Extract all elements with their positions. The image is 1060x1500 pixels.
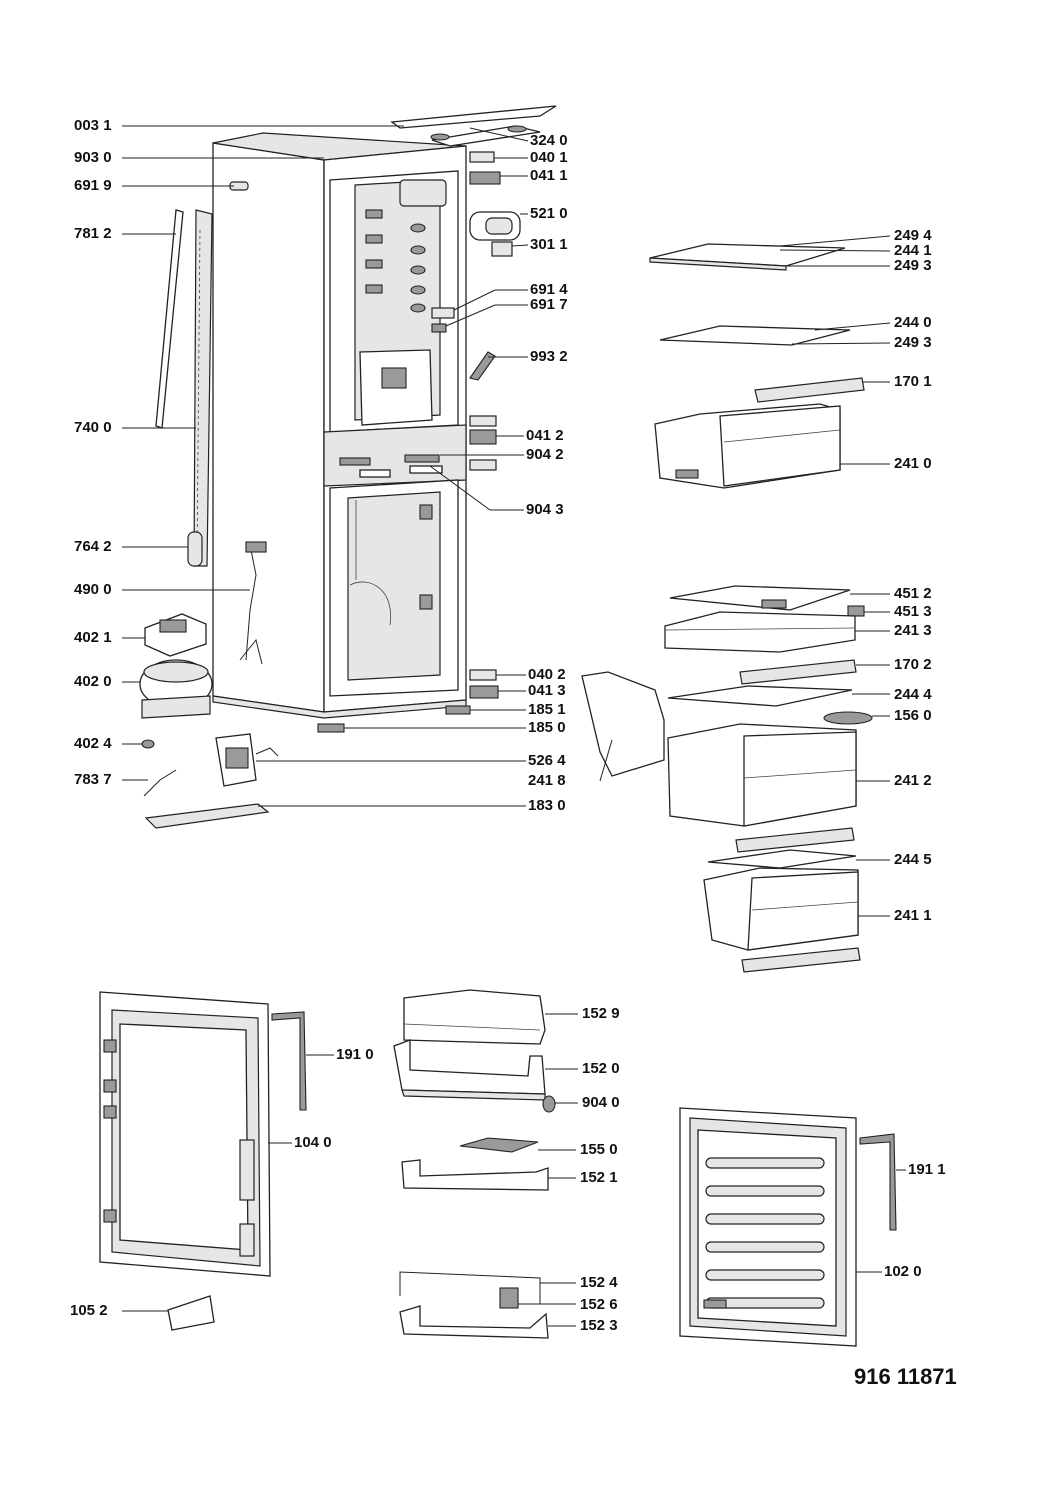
label-451-2: 451 2 xyxy=(894,585,932,602)
freezer-door-rib xyxy=(705,1157,825,1169)
label-152-4: 152 4 xyxy=(580,1274,618,1291)
label-041-2: 041 2 xyxy=(526,427,564,444)
label-191-0: 191 0 xyxy=(336,1046,374,1063)
cabinet-body xyxy=(212,132,467,719)
label-170-1: 170 1 xyxy=(894,373,932,390)
label-156-0: 156 0 xyxy=(894,707,932,724)
label-152-1: 152 1 xyxy=(580,1169,618,1186)
label-691-4: 691 4 xyxy=(530,281,568,298)
label-691-7: 691 7 xyxy=(530,296,568,313)
label-904-0: 904 0 xyxy=(582,1094,620,1111)
label-185-0: 185 0 xyxy=(528,719,566,736)
freezer-door-rib xyxy=(705,1269,825,1281)
fridge-door xyxy=(99,991,307,1331)
label-185-1: 185 1 xyxy=(528,701,566,718)
leader-lines xyxy=(122,125,906,1327)
label-993-2: 993 2 xyxy=(530,348,568,365)
label-402-1: 402 1 xyxy=(74,629,112,646)
label-152-0: 152 0 xyxy=(582,1060,620,1077)
label-691-9: 691 9 xyxy=(74,177,112,194)
label-241-3: 241 3 xyxy=(894,622,932,639)
top-cover-parts xyxy=(390,105,557,147)
label-041-3: 041 3 xyxy=(528,682,566,699)
label-191-1: 191 1 xyxy=(908,1161,946,1178)
label-526-4: 526 4 xyxy=(528,752,566,769)
label-521-0: 521 0 xyxy=(530,205,568,222)
label-783-7: 783 7 xyxy=(74,771,112,788)
label-451-3: 451 3 xyxy=(894,603,932,620)
label-241-0: 241 0 xyxy=(894,455,932,472)
label-904-3: 904 3 xyxy=(526,501,564,518)
freezer-door-rib xyxy=(705,1185,825,1197)
freezer-door-rib xyxy=(705,1213,825,1225)
label-249-3-lower: 249 3 xyxy=(894,334,932,351)
label-740-0: 740 0 xyxy=(74,419,112,436)
label-241-8: 241 8 xyxy=(528,772,566,789)
label-183-0: 183 0 xyxy=(528,797,566,814)
label-249-4: 249 4 xyxy=(894,227,932,244)
label-249-3-upper: 249 3 xyxy=(894,257,932,274)
label-241-2: 241 2 xyxy=(894,772,932,789)
label-040-2: 040 2 xyxy=(528,666,566,683)
label-903-0: 903 0 xyxy=(74,149,112,166)
label-402-0: 402 0 xyxy=(74,673,112,690)
label-764-2: 764 2 xyxy=(74,538,112,555)
freezer-door-tag xyxy=(703,1299,727,1309)
diagram-number: 916 11871 xyxy=(854,1364,957,1389)
label-490-0: 490 0 xyxy=(74,581,112,598)
label-241-1: 241 1 xyxy=(894,907,932,924)
freezer-door xyxy=(679,1107,897,1347)
label-152-6: 152 6 xyxy=(580,1296,618,1313)
label-904-2: 904 2 xyxy=(526,446,564,463)
label-041-1: 041 1 xyxy=(530,167,568,184)
label-244-1: 244 1 xyxy=(894,242,932,259)
label-105-2: 105 2 xyxy=(70,1302,108,1319)
label-244-0: 244 0 xyxy=(894,314,932,331)
label-102-0: 102 0 xyxy=(884,1263,922,1280)
label-152-3: 152 3 xyxy=(580,1317,618,1334)
label-301-1: 301 1 xyxy=(530,236,568,253)
label-152-9: 152 9 xyxy=(582,1005,620,1022)
hinge-parts xyxy=(229,151,521,733)
shelves-and-drawers xyxy=(581,243,873,973)
label-155-0: 155 0 xyxy=(580,1141,618,1158)
label-104-0: 104 0 xyxy=(294,1134,332,1151)
label-402-4: 402 4 xyxy=(74,735,112,752)
label-244-5: 244 5 xyxy=(894,851,932,868)
left-side-parts xyxy=(139,209,279,829)
label-003-1: 003 1 xyxy=(74,117,112,134)
label-781-2: 781 2 xyxy=(74,225,112,242)
label-324-0: 324 0 xyxy=(530,132,568,149)
door-bins xyxy=(393,989,556,1339)
label-244-4: 244 4 xyxy=(894,686,932,703)
freezer-door-rib xyxy=(705,1241,825,1253)
label-170-2: 170 2 xyxy=(894,656,932,673)
label-040-1: 040 1 xyxy=(530,149,568,166)
